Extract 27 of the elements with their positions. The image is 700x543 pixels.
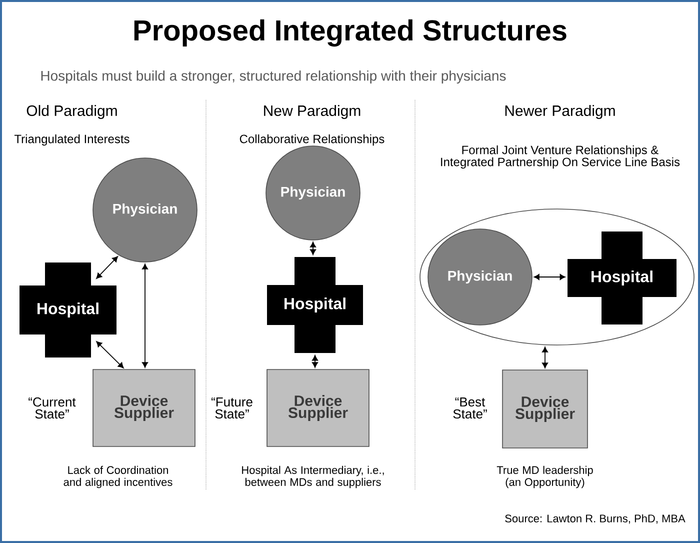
circle-node: Physician [428, 228, 532, 326]
state-label: “Best State” [453, 397, 487, 419]
column-subheading: Formal Joint Venture Relationships & Integrated Partnership On Service Line Basis [441, 145, 680, 169]
column-heading: New Paradigm [264, 105, 360, 119]
arrow [310, 242, 316, 255]
column-heading: Newer Paradigm [505, 105, 615, 119]
column-heading: Old Paradigm [26, 105, 117, 119]
source-note: Source: Lawton R. Burns, PhD, MBA [505, 514, 686, 524]
caption-text: Lack of Coordination and aligned incentives [64, 466, 172, 488]
state-label: “Future State” [212, 397, 252, 419]
arrow [534, 274, 566, 280]
caption-text: Hospital As Intermediary, i.e., between MDs and suppliers [242, 466, 384, 488]
title: Proposed Integrated Structures [134, 19, 566, 47]
caption-text: True MD leadership (an Opportunity) [496, 466, 593, 488]
subtitle: Hospitals must build a stronger, structured relationship with their physicians [41, 70, 506, 84]
circle-node: Physician [266, 146, 360, 240]
state-label: “Current State” [28, 397, 76, 419]
box-node: Device Supplier [502, 370, 588, 448]
box-node: Device Supplier [92, 369, 196, 447]
arrow [142, 264, 148, 368]
column-subheading: Triangulated Interests [14, 134, 130, 146]
arrow [542, 346, 548, 368]
box-node: Device Supplier [266, 369, 370, 447]
circle-node: Physician [92, 158, 198, 262]
arrow [96, 341, 124, 368]
arrow [312, 355, 318, 368]
arrow [96, 256, 118, 279]
